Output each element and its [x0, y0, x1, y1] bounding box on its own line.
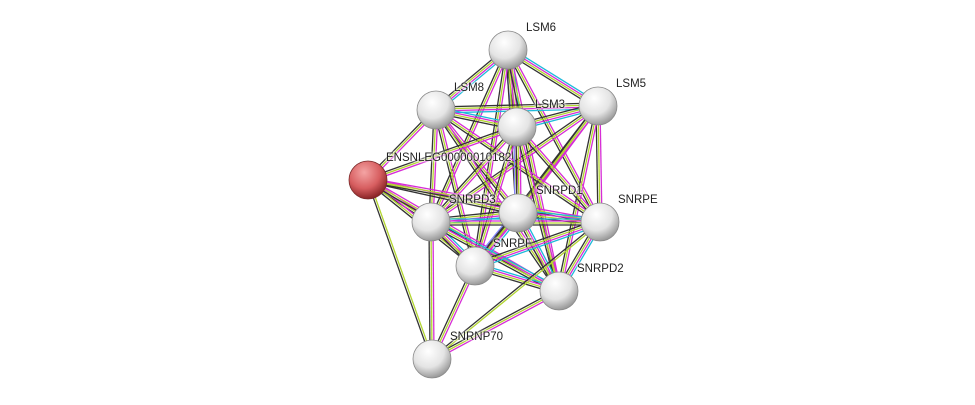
edge-line-textmining: [432, 222, 602, 361]
node-label: LSM6: [526, 22, 557, 34]
node-snrpf[interactable]: [455, 246, 495, 286]
edge-line-textmining: [516, 126, 601, 223]
node-ensnleg00000010182[interactable]: [348, 160, 388, 200]
node-label: SNRNP70: [450, 331, 504, 343]
edge-line-coexpression: [435, 102, 598, 108]
edge-LSM3-SNRPE[interactable]: [515, 125, 602, 224]
node-label: ENSNLEG00000010182: [386, 152, 512, 164]
node-lsm3[interactable]: [497, 107, 537, 147]
edge-ENSNLEG00000010182-SNRPD1[interactable]: [367, 177, 519, 216]
edge-line-coexpression: [430, 220, 600, 359]
edge-line-coexpression: [367, 181, 518, 216]
edge-SNRPE-SNRNP70[interactable]: [430, 220, 602, 361]
edge-line-textmining: [368, 179, 434, 359]
edge-line-experiments: [432, 292, 561, 362]
edge-line-coexpression: [505, 50, 599, 224]
edge-line-coexpression: [428, 222, 431, 360]
edge-line-coexpression: [429, 125, 516, 222]
edge-line-experiments: [476, 127, 520, 267]
edge-line-experiments: [368, 177, 601, 221]
edge-line-experiments: [518, 125, 602, 222]
edge-line-textmining: [474, 105, 599, 267]
edge-line-textmining: [430, 221, 433, 360]
edge-line-coexpression: [366, 180, 432, 360]
edge-line-experiments: [437, 108, 562, 291]
edge-LSM5-SNRPF[interactable]: [472, 104, 601, 268]
edge-line-textmining: [367, 179, 519, 214]
edge-LSM3-SNRPD3[interactable]: [429, 125, 519, 224]
edge-line-coexpression: [472, 104, 597, 266]
edge-ENSNLEG00000010182-SNRNP70[interactable]: [366, 179, 434, 360]
node-label: LSM8: [454, 82, 485, 94]
edge-line-experiments: [432, 127, 519, 224]
node-label: LSM3: [535, 99, 566, 111]
node-lsm5[interactable]: [578, 86, 618, 126]
edge-line-experiments: [599, 105, 603, 222]
node-snrpd1[interactable]: [498, 193, 538, 233]
edge-SNRPD3-SNRNP70[interactable]: [428, 221, 435, 360]
edge-line-coexpression: [428, 48, 507, 222]
edge-line-experiments: [368, 177, 519, 212]
node-label: SNRPD2: [577, 263, 624, 275]
node-label: LSM5: [616, 78, 647, 90]
node-lsm6[interactable]: [488, 30, 528, 70]
edge-LSM3-ENSNLEG00000010182[interactable]: [367, 124, 518, 183]
edge-line-textmining: [474, 126, 518, 267]
edge-line-experiments: [509, 49, 562, 291]
node-label: SNRPE: [618, 194, 658, 206]
edge-line-textmining: [435, 104, 598, 110]
edge-line-experiments: [368, 128, 518, 183]
edge-SNRPE-SNRPF[interactable]: [473, 218, 602, 270]
edge-line-coexpression: [515, 127, 599, 224]
edge-line-experiments: [437, 108, 521, 213]
nodes-layer: [348, 30, 620, 379]
edge-line-textmining: [474, 220, 600, 266]
edge-SNRPD2-SNRNP70[interactable]: [430, 288, 561, 362]
node-snrpe[interactable]: [580, 202, 620, 242]
node-snrnp70[interactable]: [412, 339, 452, 379]
edge-line-experiments: [475, 222, 601, 268]
edge-line-textmining: [367, 126, 518, 181]
edge-line-coexpression: [367, 124, 517, 179]
edge-line-coexpression: [473, 218, 600, 264]
node-snrpd2[interactable]: [539, 271, 579, 311]
node-snrpd3[interactable]: [411, 202, 451, 242]
edge-line-textmining: [558, 105, 599, 292]
node-label: SNRPD3: [449, 194, 496, 206]
edge-line-textmining: [430, 126, 518, 223]
node-lsm8[interactable]: [416, 90, 456, 130]
edge-line-database: [432, 218, 561, 289]
node-label: SNRPF: [493, 238, 532, 250]
edge-line-experiments: [476, 106, 601, 268]
edge-line-coexpression: [429, 224, 558, 295]
edge-line-coexpression: [430, 288, 559, 358]
edge-line-experiments: [476, 50, 511, 267]
edge-line-experiments: [432, 221, 435, 359]
node-label: SNRPD1: [536, 185, 583, 197]
edge-line-database: [475, 224, 602, 270]
edge-line-textmining: [431, 290, 560, 360]
edge-line-experiments: [436, 107, 602, 221]
